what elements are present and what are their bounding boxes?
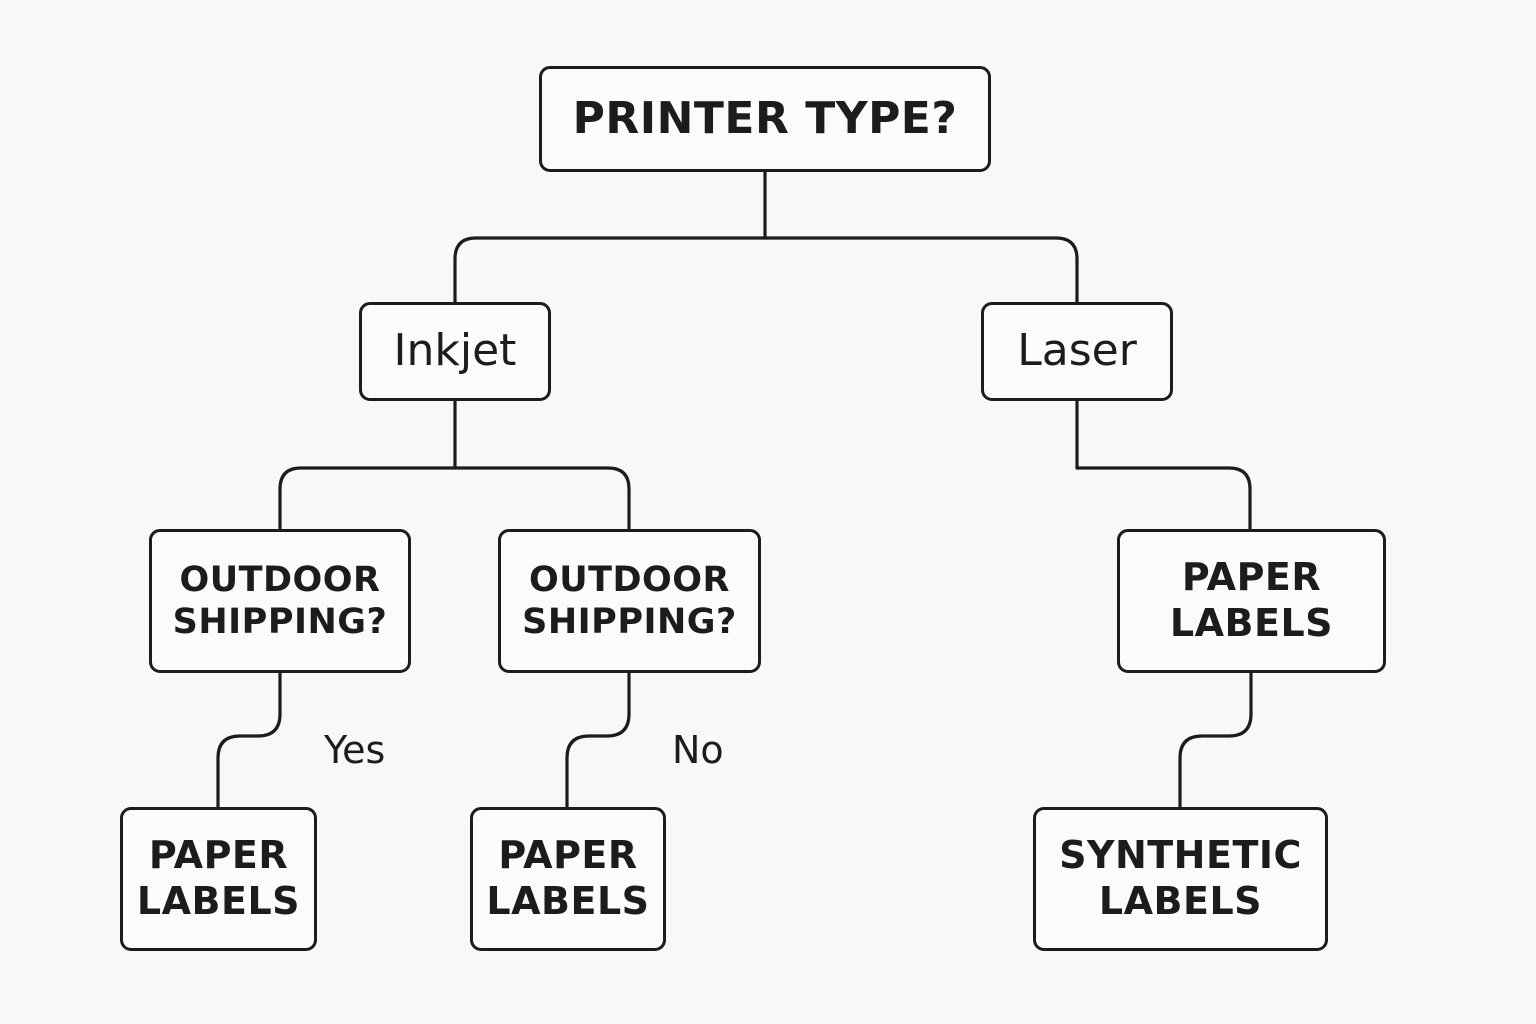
connector-outdoor-right-to-paper [565, 671, 631, 809]
synthetic-labels-node: SYNTHETIC LABELS [1033, 807, 1328, 951]
laser-paper-labels-line2: LABELS [1169, 601, 1334, 645]
outdoor-shipping-node-right: OUTDOOR SHIPPING? [498, 529, 761, 673]
paper-labels-node-middle: PAPER LABELS [470, 807, 666, 951]
laser-node: Laser [981, 302, 1173, 401]
outdoor-shipping-left-line1: OUTDOOR [179, 560, 381, 600]
outdoor-shipping-node-left: OUTDOOR SHIPPING? [149, 529, 411, 673]
laser-paper-labels-node: PAPER LABELS [1117, 529, 1386, 673]
paper-labels-left-line1: PAPER [148, 833, 289, 878]
laser-paper-labels-line1: PAPER [1181, 555, 1322, 600]
connector-inkjet-to-outdoor-left [278, 466, 457, 531]
inkjet-label: Inkjet [393, 325, 517, 377]
synthetic-labels-line2: LABELS [1098, 879, 1263, 923]
inkjet-node: Inkjet [359, 302, 551, 401]
outdoor-shipping-left-line2: SHIPPING? [172, 602, 388, 642]
paper-labels-middle-line1: PAPER [498, 833, 638, 878]
connector-root-to-inkjet [453, 236, 767, 304]
connector-outdoor-left-to-paper [216, 671, 282, 809]
laser-label: Laser [1017, 325, 1137, 377]
outdoor-shipping-right-line2: SHIPPING? [522, 602, 737, 642]
synthetic-labels-line1: SYNTHETIC [1059, 833, 1302, 878]
connector-laser-to-paper-labels [1075, 399, 1252, 531]
printer-type-node: PRINTER TYPE? [539, 66, 991, 172]
no-edge-label: No [672, 728, 724, 772]
connector-inkjet-to-outdoor-right [453, 466, 631, 531]
paper-labels-left-line2: LABELS [136, 879, 301, 923]
paper-labels-middle-line2: LABELS [486, 879, 650, 923]
connector-paper-to-synthetic [1178, 671, 1253, 809]
paper-labels-node-left: PAPER LABELS [120, 807, 317, 951]
outdoor-shipping-right-line1: OUTDOOR [528, 560, 731, 600]
printer-type-label: PRINTER TYPE? [572, 92, 958, 144]
yes-edge-label: Yes [324, 728, 386, 772]
connector-root-to-laser [763, 236, 1079, 304]
